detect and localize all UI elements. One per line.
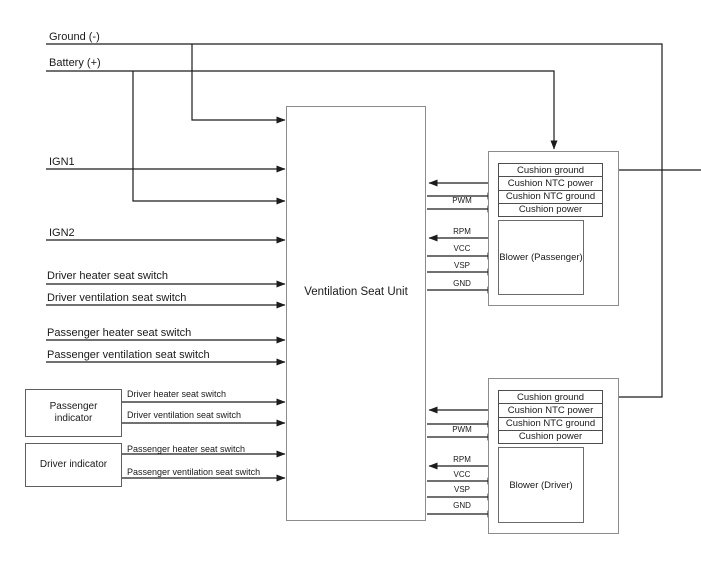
- cushion-row: Cushion power: [518, 431, 583, 443]
- cushion-row: Cushion NTC power: [499, 177, 602, 191]
- wire-ground-branch-to-unit: [191, 44, 286, 124]
- cushion-row: Cushion power: [518, 204, 583, 216]
- battery-label: Battery (+): [49, 57, 101, 69]
- ign2-label: IGN2: [49, 227, 75, 239]
- wire-ground-main: [46, 43, 663, 398]
- passenger-indicator-label: Passenger indicator: [49, 401, 98, 424]
- ind-driver-heater-label: Driver heater seat switch: [127, 389, 227, 399]
- ventilation-seat-unit-box: [286, 106, 426, 521]
- ind-pass-heater-label: Passenger heater seat switch: [127, 444, 246, 454]
- driver-indicator-box: Driver indicator: [25, 443, 122, 487]
- lower-vsp-label: VSP: [453, 485, 470, 494]
- pass-heater-switch-label: Passenger heater seat switch: [47, 327, 192, 339]
- cushion-row: Cushion NTC ground: [499, 191, 602, 204]
- ventilation-seat-unit-title: Ventilation Seat Unit: [304, 286, 408, 298]
- lower-rpm-label: RPM: [453, 455, 471, 464]
- pass-vent-switch-label: Passenger ventilation seat switch: [47, 349, 210, 361]
- wire-battery-main: [46, 70, 558, 150]
- upper-gnd-label: GND: [453, 279, 471, 288]
- cushion-row: Cushion NTC power: [499, 404, 602, 418]
- ground-label: Ground (-): [49, 31, 100, 43]
- upper-rpm-label: RPM: [453, 227, 471, 236]
- passenger-indicator-box: Passenger indicator: [25, 389, 122, 437]
- ind-driver-vent-label: Driver ventilation seat switch: [127, 410, 242, 420]
- cushion-row: Cushion ground: [499, 164, 602, 178]
- wire-battery-branch-to-unit: [132, 71, 286, 205]
- lower-vcc-label: VCC: [453, 470, 471, 479]
- lower-gnd-label: GND: [453, 501, 471, 510]
- cushion-row: Cushion ground: [499, 391, 602, 405]
- passenger-cushion-stack: Cushion ground Cushion NTC power Cushion…: [498, 163, 603, 217]
- passenger-blower-box: Blower (Passenger): [498, 220, 584, 295]
- ind-pass-vent-label: Passenger ventilation seat switch: [127, 467, 261, 477]
- upper-vsp-label: VSP: [453, 261, 470, 270]
- driver-cushion-stack: Cushion ground Cushion NTC power Cushion…: [498, 390, 603, 444]
- driver-heater-switch-label: Driver heater seat switch: [47, 270, 169, 282]
- upper-pwm-label: PWM: [452, 196, 472, 205]
- driver-indicator-label: Driver indicator: [39, 459, 108, 470]
- lower-pwm-label: PWM: [452, 425, 472, 434]
- cushion-row: Cushion NTC ground: [499, 418, 602, 431]
- ign1-label: IGN1: [49, 156, 75, 168]
- passenger-blower-label: Blower (Passenger): [499, 252, 583, 263]
- driver-vent-switch-label: Driver ventilation seat switch: [47, 292, 187, 304]
- driver-blower-box: Blower (Driver): [498, 447, 584, 523]
- driver-blower-label: Blower (Driver): [509, 479, 573, 491]
- upper-vcc-label: VCC: [453, 244, 471, 253]
